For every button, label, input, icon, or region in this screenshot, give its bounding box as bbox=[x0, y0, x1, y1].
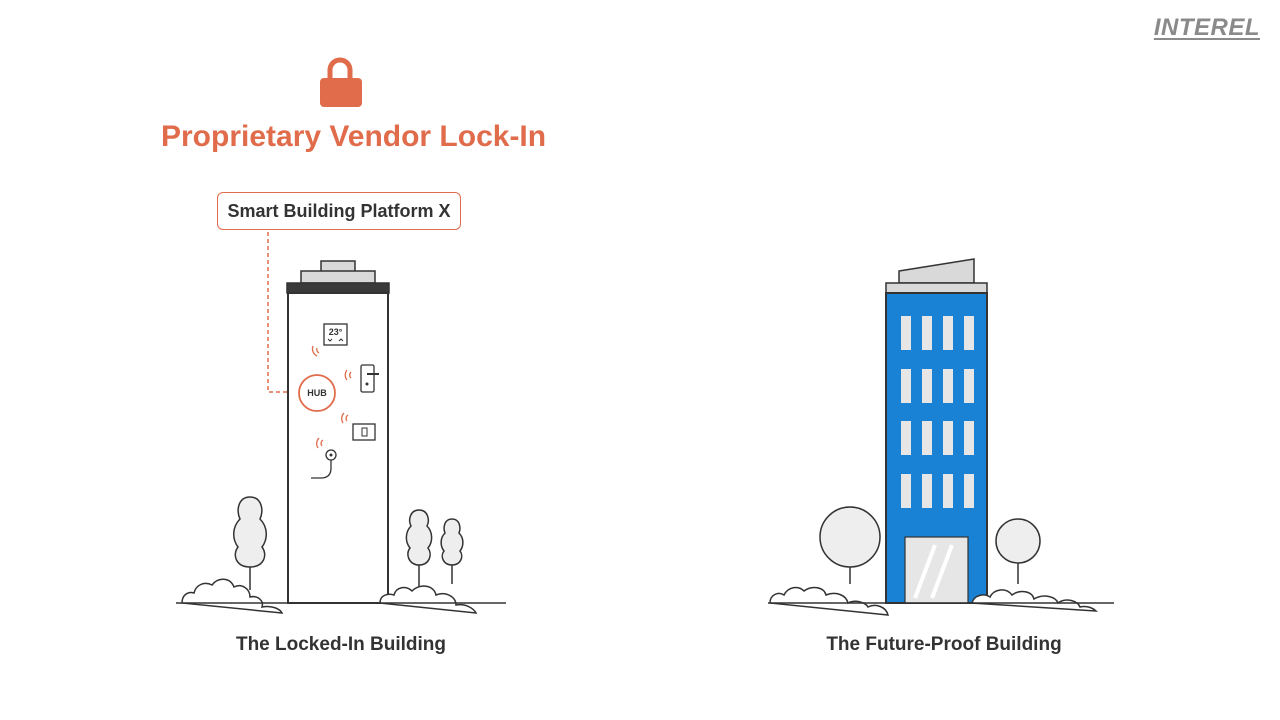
door-handle-icon bbox=[360, 364, 379, 393]
wireless-signal-icon bbox=[311, 345, 352, 449]
interel-logo: INTEREL bbox=[1153, 14, 1260, 41]
thermostat-reading: 23° bbox=[329, 327, 343, 337]
locked-in-building-caption: The Locked-In Building bbox=[235, 634, 447, 655]
hub-node: HUB bbox=[298, 374, 336, 412]
right-trees bbox=[819, 506, 1041, 584]
building-entrance bbox=[904, 536, 969, 604]
right-ground bbox=[768, 586, 1114, 616]
switch-icon bbox=[352, 423, 376, 441]
hub-label: HUB bbox=[307, 388, 327, 398]
lock-icon bbox=[320, 57, 362, 107]
lock-in-title: Proprietary Vendor Lock-In bbox=[161, 120, 547, 153]
left-ground bbox=[176, 578, 506, 614]
left-trees bbox=[233, 496, 464, 590]
future-proof-building-caption: The Future-Proof Building bbox=[826, 634, 1062, 655]
building-windows bbox=[901, 316, 974, 508]
thermostat-icon: 23° bbox=[323, 323, 348, 346]
platform-label-box: Smart Building Platform X bbox=[217, 192, 461, 230]
sensor-icon bbox=[311, 449, 337, 479]
